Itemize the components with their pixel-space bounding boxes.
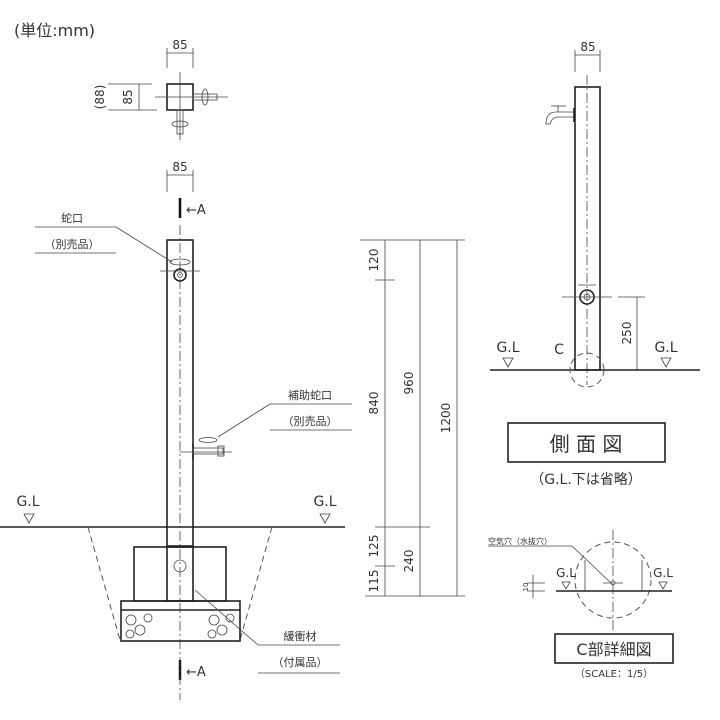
detail-view: 空気穴（水抜穴） G.L G.L 10 C部詳細図 （SCALE：1/5） xyxy=(488,530,674,680)
offset-dim: 10 xyxy=(522,583,530,592)
side-view-title: 側 面 図 xyxy=(550,432,623,456)
air-hole-label: 空気穴（水抜穴） xyxy=(488,536,552,546)
aux-faucet-label: 補助蛇口 xyxy=(288,388,332,402)
gl-marker-icon xyxy=(23,513,35,524)
section-mark-bottom: ←A xyxy=(186,665,206,680)
aux-faucet-icon xyxy=(180,437,232,460)
gravel-base xyxy=(120,600,241,642)
gl-marker-icon xyxy=(658,581,668,590)
dim-125: 125 xyxy=(367,535,381,558)
front-view: 85 ←A ←A 蛇口 （別売品） 補助蛇口 （別売品） G.L G.L xyxy=(0,160,465,700)
gl-marker-icon xyxy=(502,357,514,368)
side-view-note: （G.L.下は省略） xyxy=(530,472,642,488)
aux-faucet-note: （別売品） xyxy=(283,415,338,428)
dim-840: 840 xyxy=(367,392,381,415)
top-depth-overall-dim: (88) xyxy=(93,85,107,110)
side-gl-left: G.L xyxy=(496,340,519,356)
cushion-note: （付属品） xyxy=(273,656,328,669)
gl-marker-icon xyxy=(561,581,571,590)
side-width-dim: 85 xyxy=(580,40,595,54)
gravel-icon xyxy=(125,613,235,639)
gl-marker-icon xyxy=(660,357,672,368)
detail-gl-right: G.L xyxy=(653,566,673,580)
dim-120: 120 xyxy=(367,249,381,272)
dim-1200: 1200 xyxy=(439,403,453,434)
top-width-dim: 85 xyxy=(172,38,187,52)
gl-label-right: G.L xyxy=(313,494,336,510)
top-view: 85 85 (88) xyxy=(93,38,228,140)
side-gl-right: G.L xyxy=(654,340,677,356)
detail-scale: （SCALE：1/5） xyxy=(575,668,653,680)
gl-marker-icon xyxy=(319,513,331,524)
dim-960: 960 xyxy=(402,372,416,395)
dim-240: 240 xyxy=(402,550,416,573)
aux-faucet-side-icon xyxy=(562,284,612,305)
gl-label-left: G.L xyxy=(16,494,39,510)
unit-label: (単位:mm) xyxy=(14,21,95,40)
detail-title: C部詳細図 xyxy=(576,640,651,659)
top-depth-dim: 85 xyxy=(121,89,135,104)
faucet-top-icon xyxy=(171,88,218,135)
cushion-label: 緩衝材 xyxy=(284,629,317,643)
aux-height-dim: 250 xyxy=(620,322,634,345)
front-width-dim: 85 xyxy=(172,160,187,174)
detail-marker: C xyxy=(554,342,564,358)
faucet-side-icon xyxy=(545,105,575,125)
section-mark-top: ←A xyxy=(186,203,206,218)
side-view: 85 250 G.L G.L C 側 面 図 （G.L.下は省略） xyxy=(490,40,700,488)
faucet-note: （別売品） xyxy=(45,238,100,251)
dim-115: 115 xyxy=(367,570,381,593)
faucet-label: 蛇口 xyxy=(61,211,83,225)
faucet-icon xyxy=(160,258,200,282)
detail-gl-left: G.L xyxy=(556,566,576,580)
